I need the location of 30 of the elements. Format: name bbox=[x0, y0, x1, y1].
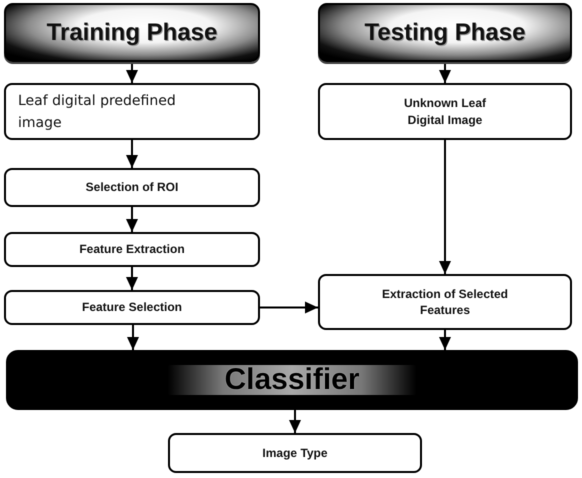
step-label: Leaf digital predefined image bbox=[18, 92, 177, 133]
arrow bbox=[260, 302, 318, 314]
arrow bbox=[126, 207, 138, 232]
step-label: Image Type bbox=[262, 444, 328, 462]
process-box bbox=[4, 83, 260, 140]
arrow bbox=[439, 330, 451, 350]
process-box bbox=[168, 433, 422, 473]
arrow bbox=[126, 62, 138, 83]
step-label: Extraction of Selected Features bbox=[380, 286, 510, 318]
step-label: Selection of ROI bbox=[86, 179, 178, 196]
step-label: Feature Extraction bbox=[79, 241, 185, 258]
step-label: Unknown Leaf Digital Image bbox=[402, 95, 487, 128]
phase-title: Testing Phase bbox=[364, 18, 526, 46]
arrow bbox=[126, 140, 138, 168]
step-label: Feature Selection bbox=[82, 299, 182, 316]
phase-title: Training Phase bbox=[46, 18, 218, 46]
classifier-label: Classifier bbox=[168, 365, 416, 395]
phase-header-box bbox=[318, 3, 572, 62]
process-box bbox=[4, 168, 260, 207]
process-box bbox=[318, 83, 572, 140]
arrow bbox=[126, 267, 138, 290]
arrow bbox=[127, 325, 139, 350]
process-box bbox=[4, 232, 260, 267]
process-box bbox=[4, 290, 260, 325]
arrow bbox=[439, 62, 451, 83]
arrow bbox=[289, 410, 301, 433]
phase-header-box bbox=[4, 3, 260, 62]
arrow bbox=[439, 140, 451, 274]
classifier-bar bbox=[6, 350, 578, 410]
process-box bbox=[318, 274, 572, 330]
